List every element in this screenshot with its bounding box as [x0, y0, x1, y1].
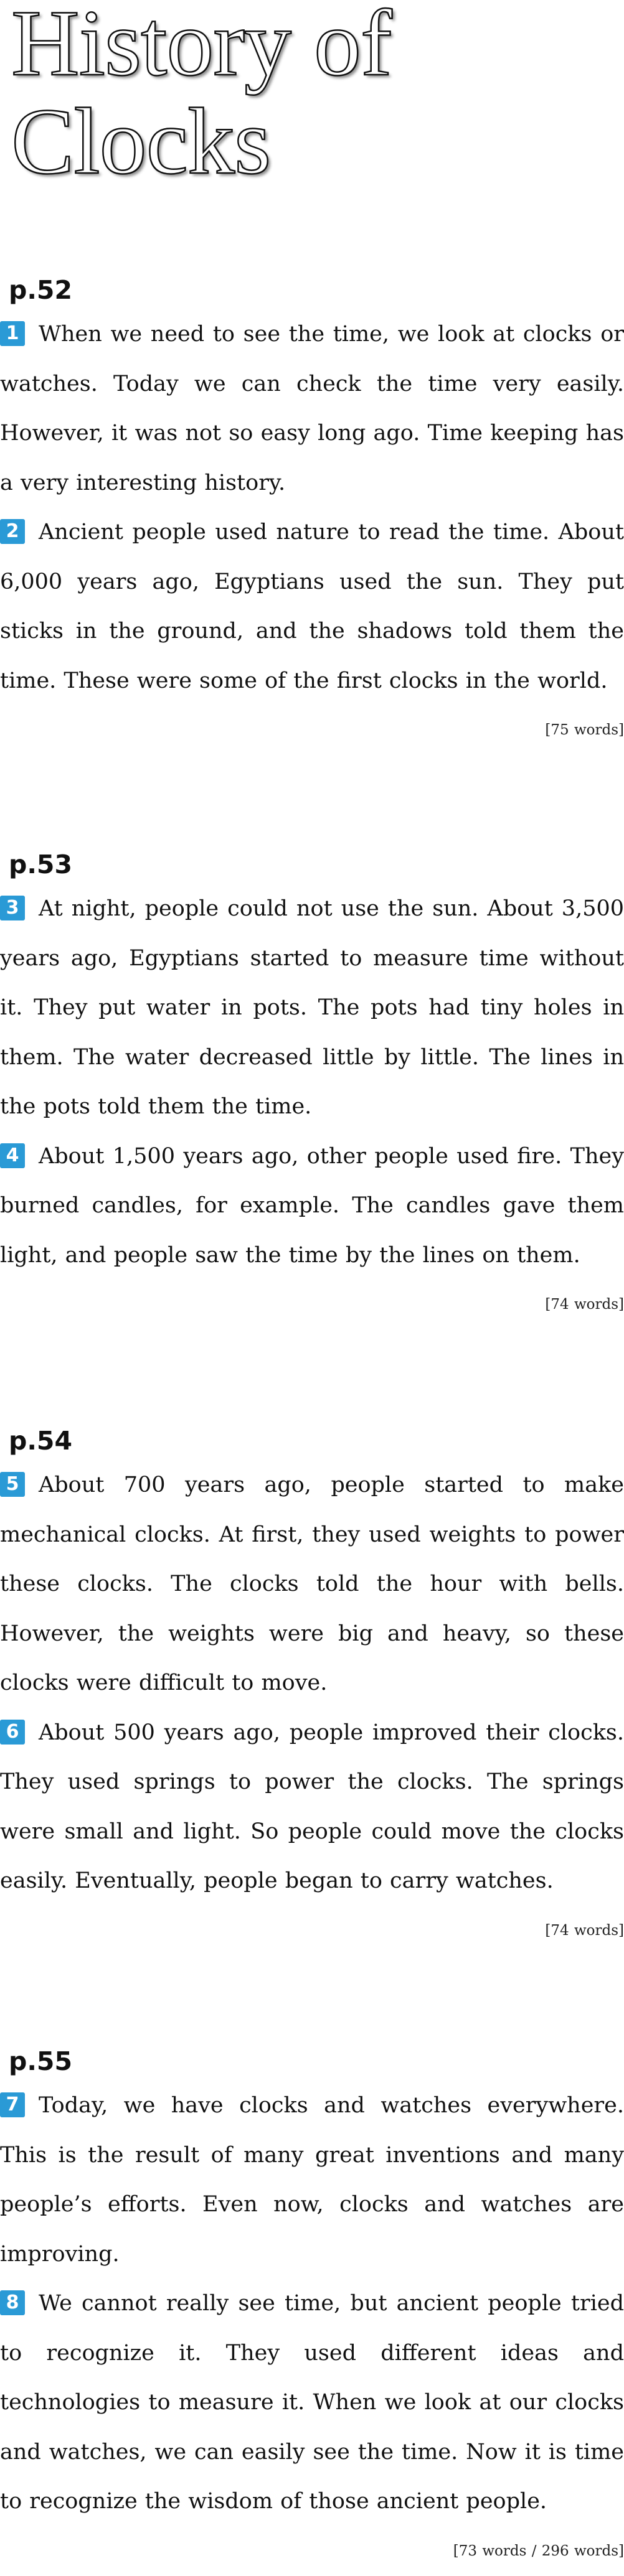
title-line-2: Clocks	[11, 89, 270, 194]
paragraph-text: About 700 years ago, people started to m…	[0, 1473, 624, 1695]
paragraph-text: About 500 years ago, people improved the…	[0, 1720, 624, 1894]
paragraph-number-badge: 2	[0, 519, 25, 544]
paragraph-text: When we need to see the time, we look at…	[0, 322, 624, 495]
paragraph-text: Today, we have clocks and watches everyw…	[0, 2093, 624, 2267]
word-count: [74 words]	[545, 1280, 624, 1330]
paragraph-number-badge: 8	[0, 2290, 25, 2315]
paragraph-text: Ancient people used nature to read the t…	[0, 520, 624, 693]
paragraph-text: About 1,500 years ago, other people used…	[0, 1144, 624, 1268]
paragraph-number-badge: 5	[0, 1472, 25, 1497]
paragraph-text: We cannot really see time, but ancient p…	[0, 2291, 624, 2514]
paragraph-number-badge: 6	[0, 1720, 25, 1745]
page-number-label: p.52	[9, 270, 624, 310]
paragraph-number-badge: 4	[0, 1143, 25, 1168]
word-count: [75 words]	[545, 706, 624, 756]
page-number-label: p.53	[9, 845, 624, 884]
paragraph-number-badge: 1	[0, 321, 25, 346]
paragraph-number-badge: 3	[0, 896, 25, 920]
word-count: [74 words]	[545, 1906, 624, 1956]
title-line-1: History of	[11, 0, 392, 95]
word-count: [73 words / 296 words]	[453, 2527, 624, 2576]
page-number-label: p.54	[9, 1421, 624, 1461]
paragraph-text: At night, people could not use the sun. …	[0, 896, 624, 1119]
paragraph-number-badge: 7	[0, 2092, 25, 2117]
page-number-label: p.55	[9, 2041, 624, 2081]
